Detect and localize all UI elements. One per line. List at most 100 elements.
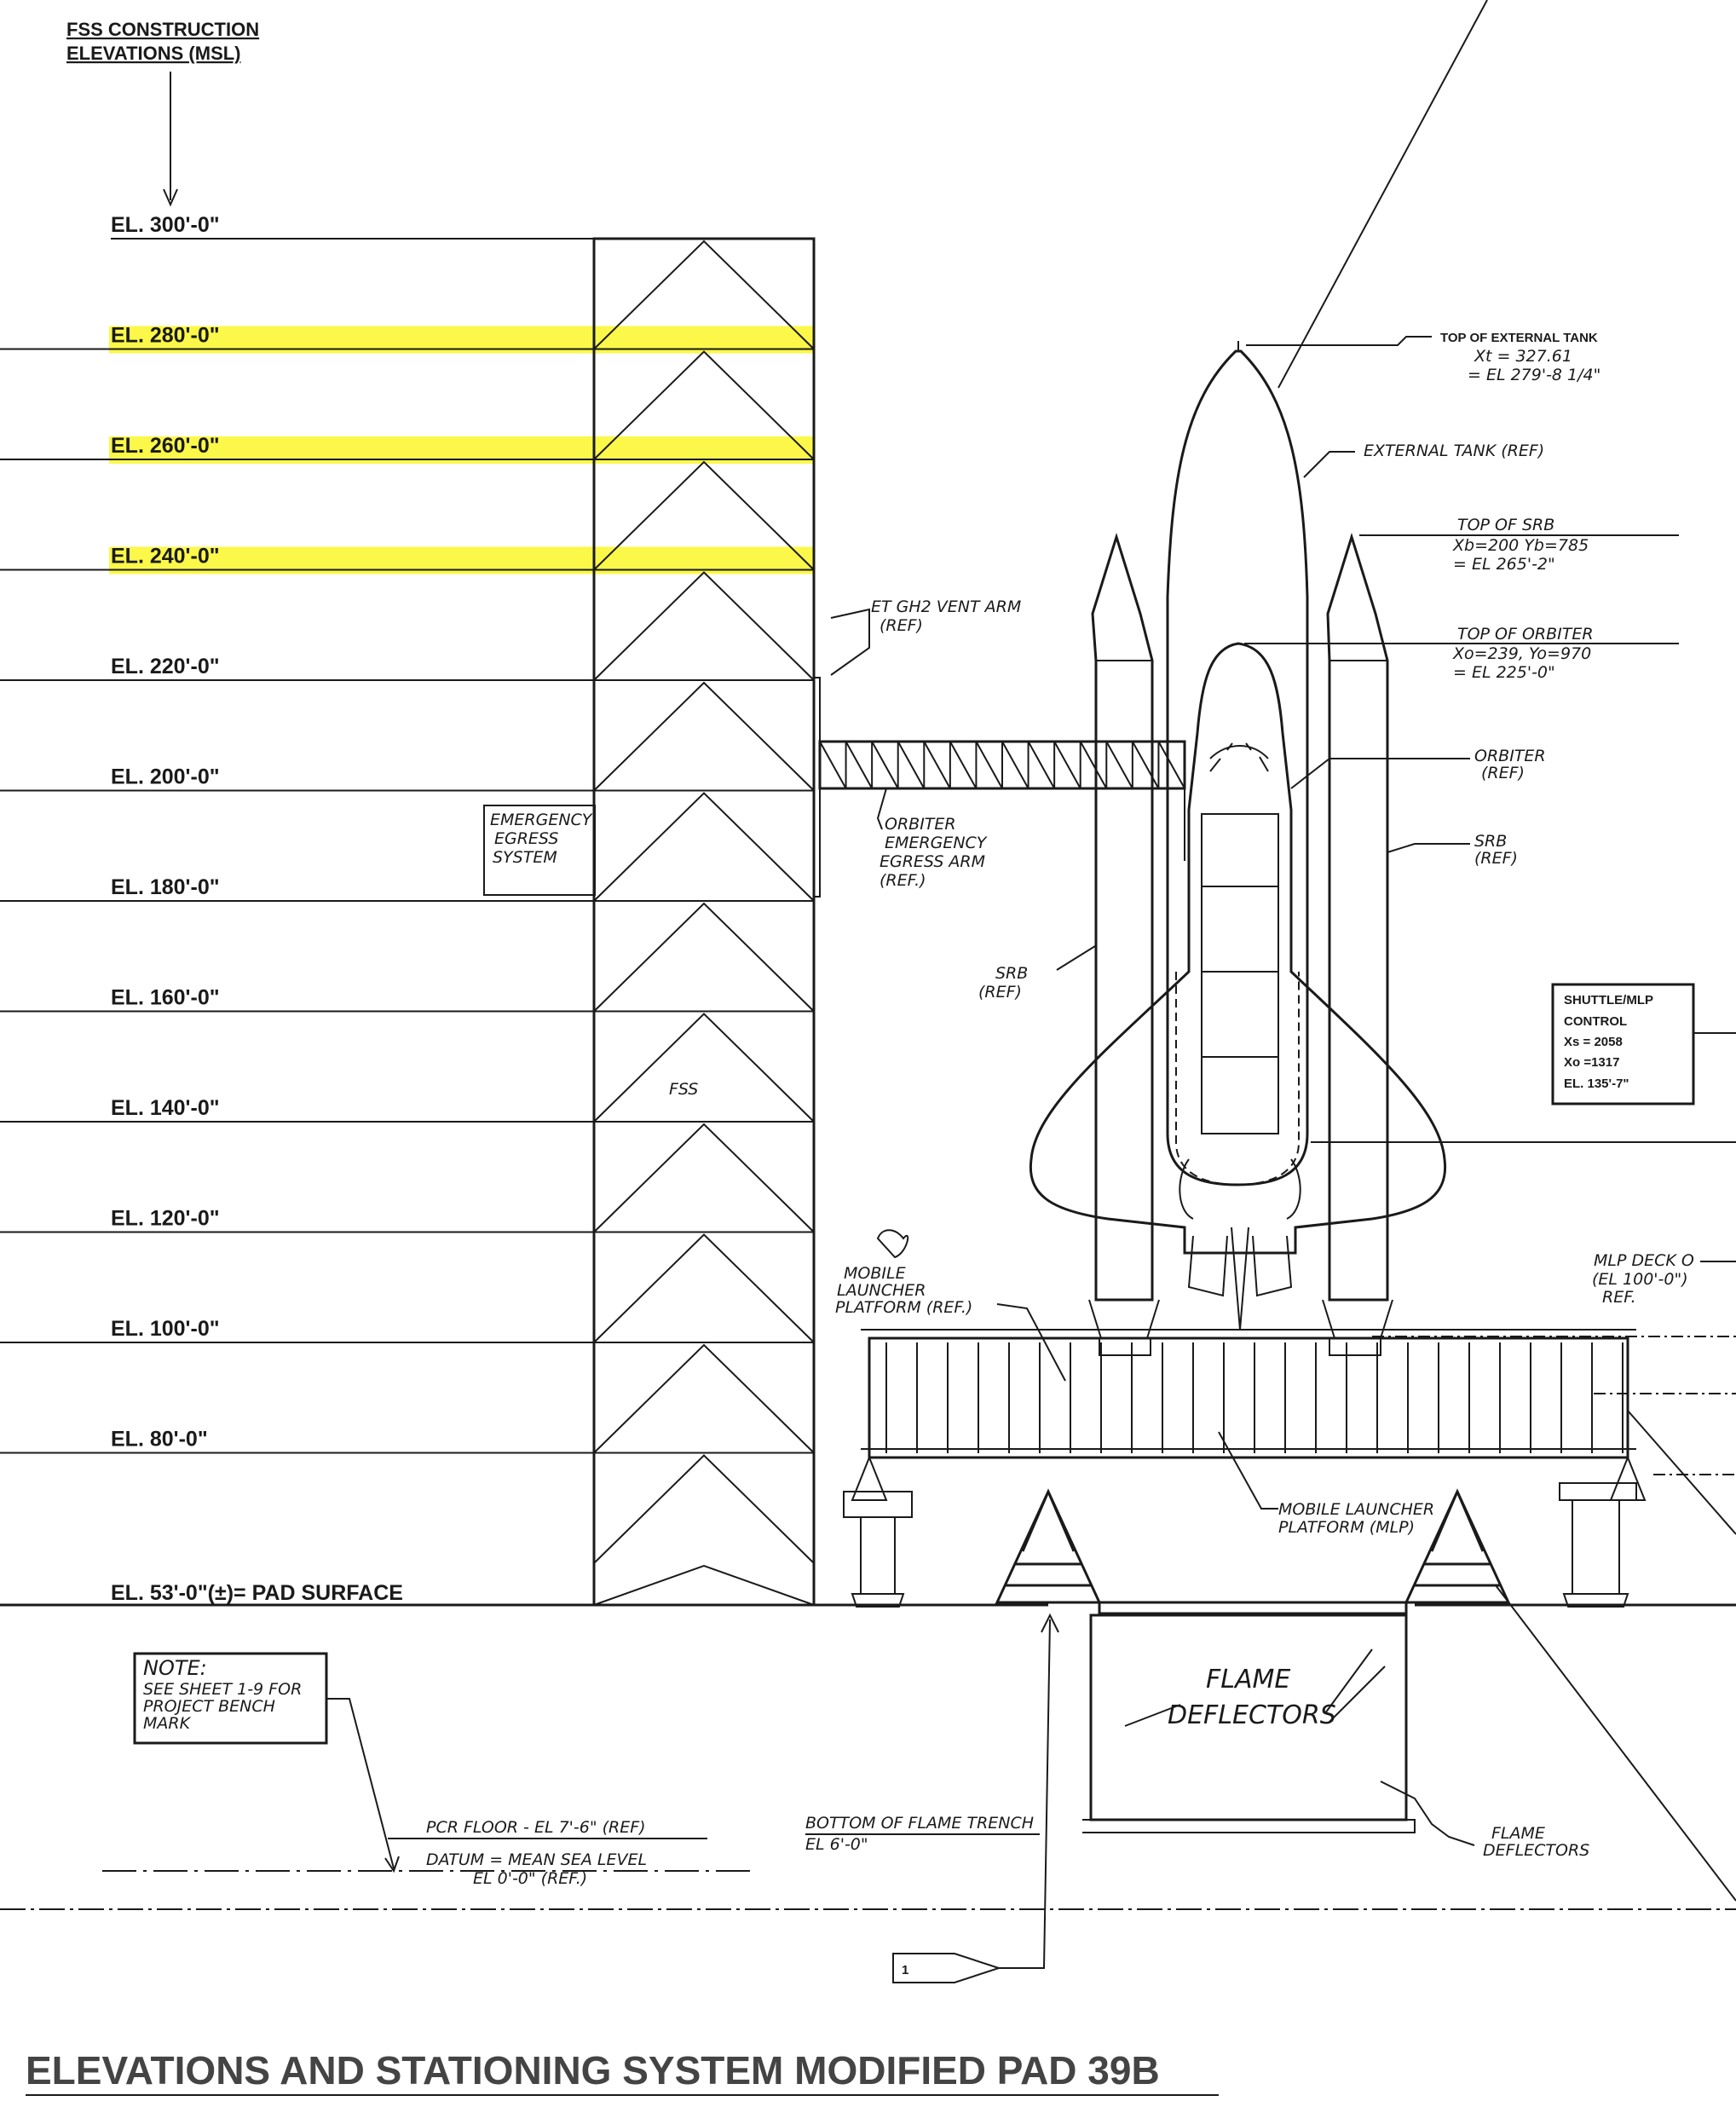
deflector-frame-left [995,1488,1102,1604]
trench-floor [1082,1819,1416,1833]
orbiter-arm-line1: ORBITER [885,815,956,834]
emergency-egress-line2: EGRESS [494,829,558,848]
orbiter-arm-line4: (REF.) [880,871,926,890]
orbiter-arm-line2: EMERGENCY [885,834,988,852]
top-et-line3: = EL 279'-8 1/4" [1468,366,1600,384]
tower-brace [593,792,815,902]
header-line2: ELEVATIONS (MSL) [66,43,241,64]
orbiter-hidden-lines [1175,972,1300,1186]
elevation-label: EL. 300'-0" [111,213,220,237]
datum-line1: DATUM = MEAN SEA LEVEL [426,1850,647,1869]
mlp-left-line2: LAUNCHER [837,1281,926,1300]
et-vent-line1: ET GH2 VENT ARM [871,597,1021,616]
tower-brace [593,1454,815,1564]
top-et-leader [1246,336,1432,346]
header-arrow [163,72,178,207]
mlp-pedestal-left [843,1491,913,1608]
elevation-label: EL. 240'-0" [111,545,220,569]
et-vent-leader [830,608,870,676]
highlight-bands [109,326,815,574]
srb-right [1326,532,1389,1302]
truss-member [1079,741,1108,789]
mlp-bottom-leader [1218,1431,1278,1510]
mlp-deck-line3: REF. [1602,1288,1636,1307]
truss-member [949,741,978,789]
callout-number: 1 [902,1963,908,1977]
elevation-label: EL. 180'-0" [111,875,220,899]
truss-member [1157,741,1185,789]
truss-member [819,741,847,789]
note-line2: SEE SHEET 1-9 FOR [143,1680,302,1699]
tower-brace [593,1564,815,1606]
elevation-label: EL. 260'-0" [111,434,220,458]
srb-left-line1: SRB [995,964,1028,983]
leader-line-top [1277,0,1488,389]
tower-brace [593,350,815,460]
orbiter-line1: ORBITER [1474,747,1546,765]
shuttle-control-line5: EL. 135'-7" [1564,1077,1629,1091]
pcr-floor-label: PCR FLOOR - EL 7'-6" (REF) [426,1818,646,1837]
elevation-label: EL. 220'-0" [111,655,220,678]
mlp-deck-line2: (EL 100'-0") [1592,1270,1688,1289]
top-srb-line3: = EL 265'-2" [1453,555,1555,574]
top-orbiter-line1: TOP OF ORBITER [1457,625,1594,644]
tower-brace [593,1233,815,1343]
datum-line2: EL 0'-0" (REF.) [473,1869,587,1888]
shuttle-control-box [1551,983,1695,1105]
note-leader [326,1698,400,1873]
trench-bottom-line1: BOTTOM OF FLAME TRENCH [805,1814,1034,1833]
mlp-left-line1: MOBILE [844,1264,906,1283]
mlp-icon [876,1229,909,1259]
tower-brace [593,902,815,1013]
mlp-support-mounts [851,1455,1647,1501]
flame-deflectors-small-line1: FLAME [1491,1824,1545,1843]
mlp-left-line3: PLATFORM (REF.) [835,1298,972,1317]
flame-deflectors-small-leader [1380,1781,1475,1846]
orbiter-engines [1187,1227,1293,1331]
emergency-egress-line1: EMERGENCY [490,811,593,829]
truss-member [871,741,899,789]
srb-left-line2: (REF) [978,983,1022,1002]
trench-top-grate [1098,1601,1408,1615]
mlp-bottom-line2: PLATFORM (MLP) [1278,1518,1415,1537]
truss-member [845,741,874,789]
orbiter-arm-line3: EGRESS ARM [880,852,985,871]
srb-right-detail [1322,660,1393,1339]
shuttle-control-line2: CONTROL [1564,1014,1627,1029]
srb-left [1091,532,1154,1302]
tower-brace [593,240,815,350]
elevation-label: EL. 280'-0" [111,324,220,348]
emergency-egress-line3: SYSTEM [493,848,557,867]
et-vent-line2: (REF) [880,616,923,635]
truss-member [1027,741,1056,789]
tower-brace [593,681,815,792]
shuttle-control-line4: Xo =1317 [1564,1055,1619,1070]
orbiter-leader [1290,758,1470,789]
external-tank [1166,349,1309,1186]
flame-deflectors-line2: DEFLECTORS [1168,1700,1336,1730]
top-srb-line2: Xb=200 Yb=785 [1452,536,1589,555]
orbiter-windows [1209,742,1269,772]
pad-surface-label: EL. 53'-0"(±)= PAD SURFACE [111,1581,403,1605]
elevation-label: EL. 140'-0" [111,1096,220,1120]
header-line1: FSS CONSTRUCTION [66,19,259,40]
top-orbiter-line3: = EL 225'-0" [1453,663,1555,682]
mlp-diag-leader [1627,1410,1736,1535]
elevation-lines: EL. 300'-0" EL. 280'-0" EL. 260'-0" EL. 240… [0,213,594,1454]
tower-brace [593,1013,815,1123]
top-et-line1: TOP OF EXTERNAL TANK [1440,331,1598,345]
truss-member [923,741,951,789]
shuttle-control-line3: Xs = 2058 [1564,1035,1623,1049]
tower-brace [593,571,815,681]
mlp-bottom-line1: MOBILE LAUNCHER [1278,1500,1434,1519]
truss-member [1105,741,1133,789]
shuttle-control-line1: SHUTTLE/MLP [1564,993,1653,1007]
mlp-holddown [1099,1338,1381,1356]
flame-deflectors-line1: FLAME [1206,1665,1290,1694]
truss-member [1001,741,1029,789]
fss-label: FSS [669,1080,698,1099]
tower-brace [593,1123,815,1233]
mlp-columns [885,1342,1624,1453]
